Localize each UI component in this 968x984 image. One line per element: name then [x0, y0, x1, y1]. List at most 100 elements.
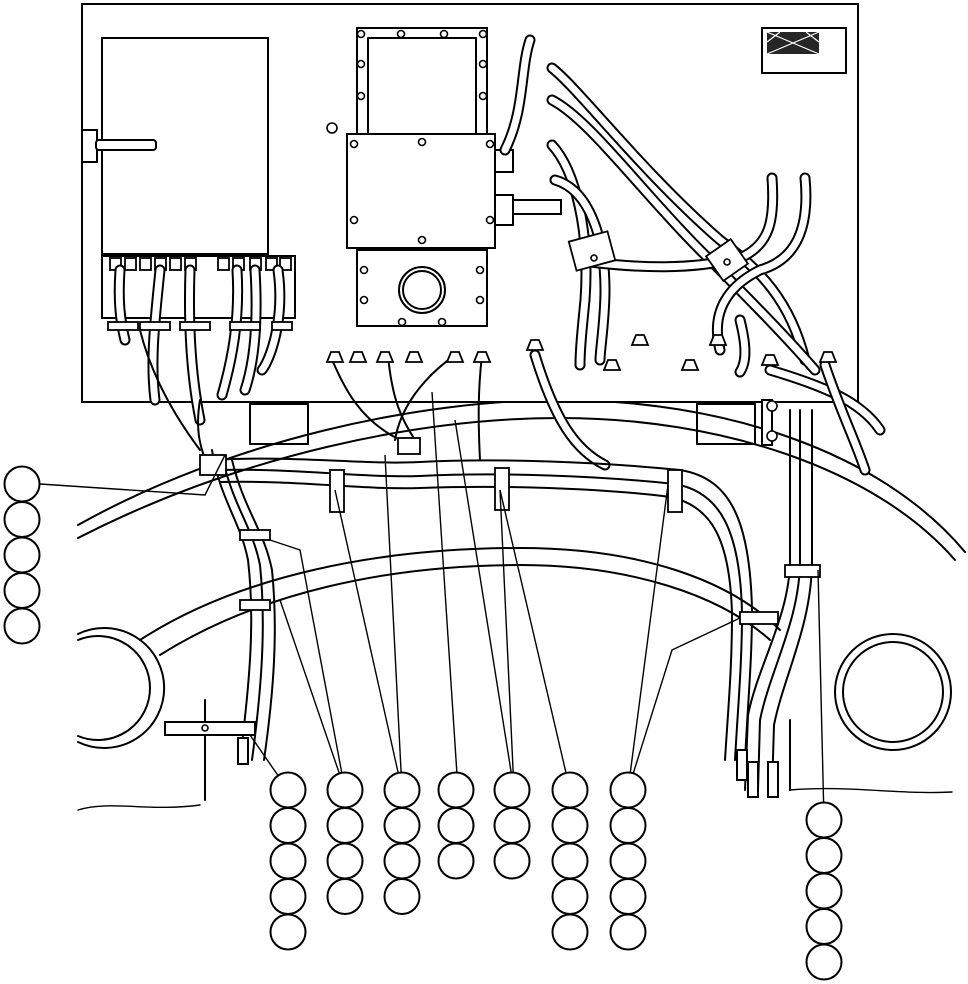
hose	[819, 359, 871, 476]
callout-bubble	[609, 771, 647, 809]
right-wheel-well	[834, 633, 952, 751]
hose	[734, 314, 751, 378]
harness-clamp	[494, 467, 510, 511]
harness-clamp	[179, 321, 211, 331]
harness-terminal-bracket	[164, 721, 256, 765]
harness-clamp	[667, 469, 683, 513]
callout-bubble	[437, 807, 475, 844]
callout-bottom-col-2	[326, 771, 364, 915]
hydraulic-hoses	[113, 34, 886, 791]
hose-end-fitting	[445, 351, 465, 363]
box-bolt	[356, 29, 366, 39]
callout-bubble	[551, 807, 589, 844]
harness-wire	[387, 354, 416, 441]
panel-lower-openings	[249, 399, 778, 446]
hose-end-fitting	[472, 351, 492, 363]
box-bolt	[485, 215, 495, 225]
hose	[499, 34, 536, 156]
callout-bubble	[3, 572, 41, 609]
hose-end-fitting	[525, 339, 545, 351]
callout-bubble	[269, 913, 307, 951]
strip-connector	[169, 257, 182, 271]
harness-wire	[329, 354, 401, 441]
callout-bottom-col-6	[551, 771, 589, 951]
hose-end-fitting	[680, 359, 700, 371]
callout-bubble	[551, 771, 589, 809]
box-bolt	[417, 235, 427, 245]
box-bolt	[349, 139, 359, 149]
hose-end-fitting	[404, 351, 424, 363]
box-bolt	[475, 265, 485, 275]
callout-bubble	[609, 807, 647, 844]
hose	[113, 264, 131, 346]
harness-clamp	[784, 564, 821, 578]
leader-line	[269, 539, 346, 791]
box-bolt	[439, 29, 449, 39]
hose	[529, 349, 611, 471]
strip-connector	[265, 257, 278, 271]
callout-left-stack	[3, 465, 41, 645]
callout-bubble	[3, 536, 41, 574]
leader-line	[279, 599, 346, 791]
box-bolt	[478, 29, 488, 39]
harness-clamp	[271, 321, 293, 331]
callout-bubble	[609, 913, 647, 951]
box-bolt	[359, 295, 369, 305]
callout-bubble	[326, 807, 364, 844]
callout-bubbles	[3, 465, 843, 981]
leader-line	[817, 569, 825, 821]
hose-end-fitting	[602, 359, 622, 371]
harness-clamp	[239, 599, 271, 611]
harness-clamp	[139, 321, 171, 331]
leader-line	[431, 391, 459, 791]
hose	[239, 264, 262, 396]
callout-bubble	[326, 842, 364, 880]
hose	[546, 94, 821, 376]
harness-wire	[477, 354, 483, 461]
hose-end-fitting	[818, 351, 838, 363]
harness-clamp	[107, 321, 139, 331]
callout-bubble	[493, 771, 531, 809]
callout-bubble	[551, 842, 589, 880]
harness-wire	[214, 468, 743, 761]
callout-bubble	[805, 801, 843, 839]
leader-line	[454, 419, 515, 791]
hose-end-fitting	[630, 334, 650, 346]
strip-connector	[217, 257, 230, 271]
box-bolt	[396, 29, 406, 39]
callout-bubble	[609, 878, 647, 915]
callout-bubble	[3, 465, 41, 503]
left-wheel-well	[77, 627, 166, 749]
box-bolt	[356, 59, 366, 69]
hose	[711, 172, 812, 356]
harness-clamp	[329, 469, 345, 513]
hose-end-fitting	[325, 351, 345, 363]
hose	[216, 264, 244, 401]
callout-bubble	[493, 842, 531, 880]
harness-wire	[231, 459, 276, 761]
callout-bubble	[805, 872, 843, 910]
leader-line	[499, 489, 515, 791]
leader-line	[384, 454, 403, 791]
callout-bottom-col-4	[437, 771, 475, 880]
leader-line	[627, 617, 741, 791]
hose	[549, 174, 611, 366]
box-bolt	[478, 59, 488, 69]
hose	[546, 139, 592, 371]
harness-clamps	[107, 321, 838, 625]
callout-bubble	[437, 771, 475, 809]
callout-bubble	[269, 807, 307, 844]
callout-bubble	[551, 913, 589, 951]
hose-clamp-upper-right	[704, 237, 750, 283]
electrical-box	[81, 37, 338, 255]
callout-bubble	[805, 908, 843, 945]
harness-clamp	[739, 611, 779, 625]
box-bolt	[356, 91, 366, 101]
box-bolt	[485, 139, 495, 149]
harness-wire	[757, 409, 801, 791]
harness-clamp	[239, 529, 271, 541]
callout-bubble	[493, 807, 531, 844]
callout-bottom-col-3	[383, 771, 421, 915]
